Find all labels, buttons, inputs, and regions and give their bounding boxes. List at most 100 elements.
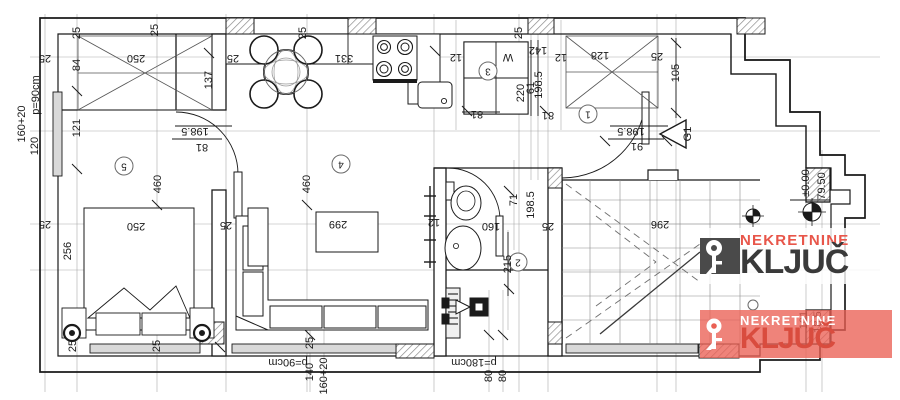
room-number-5: 5	[121, 161, 127, 172]
window-terrace-bottom	[565, 343, 699, 354]
dimension-label: 128	[591, 49, 609, 61]
dimension-label: 25	[227, 52, 239, 64]
watermark-bottom: NEKRETNINE KLJUČ	[700, 310, 892, 358]
dimension-label: 250	[127, 220, 145, 232]
watermark-brand-main-line-secondary: KLJUČ	[740, 322, 836, 355]
windows	[52, 91, 699, 354]
dimension-label: 71	[508, 194, 520, 206]
furniture-dining-table	[249, 35, 323, 109]
dimension-label: 80	[483, 370, 495, 382]
dimension-label: 25	[39, 52, 51, 64]
window-living-bottom	[231, 343, 397, 354]
watermark-brand-top-line: NEKRETNINE	[740, 232, 850, 249]
watermark-brand-main-line: KLJUČ	[740, 243, 849, 281]
dimension-label: ±0.00	[800, 169, 812, 196]
terrace-step	[647, 169, 679, 180]
room-number-1: 1	[585, 109, 591, 120]
dimension-label: 25	[39, 218, 51, 230]
dimension-label: 220	[515, 84, 527, 102]
dimension-label: 198.5	[525, 191, 537, 219]
dimension-label: 12	[450, 51, 462, 63]
dimension-label: 256	[62, 242, 74, 260]
north-arrow-marker	[658, 118, 687, 150]
dimension-label: 25	[297, 27, 309, 39]
dimension-label: 160+20	[318, 357, 330, 394]
dimension-label: 250	[127, 52, 145, 64]
furniture-shower	[441, 287, 489, 339]
dimension-label: 121	[71, 119, 83, 137]
dimension-label: 120	[29, 137, 41, 155]
dimension-label: 25	[220, 219, 232, 231]
furniture-kitchen-sink	[417, 81, 453, 109]
dimension-label: 81	[542, 109, 554, 121]
dimension-label: 299	[329, 218, 347, 230]
furniture-wardrobe-bedroom	[77, 35, 213, 111]
dimension-label: 460	[301, 175, 313, 193]
dimension-lines	[175, 38, 677, 296]
furniture-washbasin	[444, 225, 482, 271]
dimension-label: 61	[525, 82, 537, 94]
dimension-label: 198.5	[181, 125, 209, 137]
dimension-label: 81	[196, 141, 208, 153]
watermark-top: NEKRETNINE KLJUČ	[700, 228, 892, 284]
dimension-label: 160+20	[16, 105, 28, 142]
dimension-label: 25	[304, 337, 316, 349]
key-logo-icon-secondary	[700, 314, 740, 354]
room-marker-2: 2	[508, 252, 528, 272]
dimension-label: 296	[651, 218, 669, 230]
dimension-label: 25	[151, 340, 163, 352]
window-bedroom-left	[52, 91, 63, 177]
dimension-label: 12	[555, 51, 567, 63]
dimension-label: 12	[428, 216, 440, 228]
dimension-label: p=180cm	[451, 356, 497, 368]
dimension-label: 460	[152, 175, 164, 193]
dimension-label: p=90cm	[268, 356, 307, 368]
dimension-label: 84	[71, 59, 83, 71]
window-bedroom-bottom	[89, 343, 201, 354]
dimension-label: 105	[670, 64, 682, 82]
furniture-washing-machine	[463, 41, 529, 115]
room-number-markers: 5 4 3 2 1	[114, 61, 598, 272]
room-number-4: 4	[338, 159, 344, 170]
dimension-label: 25	[67, 340, 79, 352]
elevation-point-marker	[747, 299, 759, 311]
watermark-brand-top-line-secondary: NEKRETNINE	[740, 313, 837, 328]
dimension-label: 137	[203, 71, 215, 89]
furniture-stove	[372, 35, 418, 83]
dimension-label: 160	[482, 220, 500, 232]
dimension-label: 25	[71, 27, 83, 39]
dimension-label: 25	[542, 220, 554, 232]
furniture-toilet	[445, 181, 482, 221]
dimension-label: 80	[497, 370, 509, 382]
furniture-coffee-table	[315, 211, 379, 253]
dimension-label: G1	[682, 127, 694, 142]
terrace-ramp-hatch	[565, 183, 701, 339]
room-marker-5: 5	[114, 156, 134, 176]
room-number-3: 3	[485, 66, 491, 77]
terrace-diagonal	[599, 251, 701, 335]
dimension-label: 25	[513, 27, 525, 39]
dimension-label: 198.5	[533, 71, 545, 99]
room-marker-1: 1	[578, 104, 598, 124]
furniture-wardrobe-hall	[565, 35, 659, 109]
dimension-label: 331	[335, 52, 353, 64]
dimension-label: 142	[529, 44, 547, 56]
dimension-label: 25	[149, 24, 161, 36]
dimension-label: 25	[651, 50, 663, 62]
dimension-label: 91	[631, 140, 643, 152]
dimension-label: 81	[471, 108, 483, 120]
elevation-level-symbol	[790, 198, 830, 226]
room-number-2: 2	[515, 257, 521, 268]
dimension-label: 79.50	[816, 172, 828, 200]
room-marker-4: 4	[331, 154, 351, 174]
room-marker-3: 3	[478, 61, 498, 81]
plumbing-riser	[424, 186, 436, 268]
key-logo-icon	[700, 234, 740, 278]
dimension-label: W	[502, 51, 513, 63]
dimension-label: 140	[304, 363, 316, 381]
dimension-label: p=90cm	[30, 75, 42, 114]
elevation-level-symbol-terrace	[742, 205, 764, 227]
